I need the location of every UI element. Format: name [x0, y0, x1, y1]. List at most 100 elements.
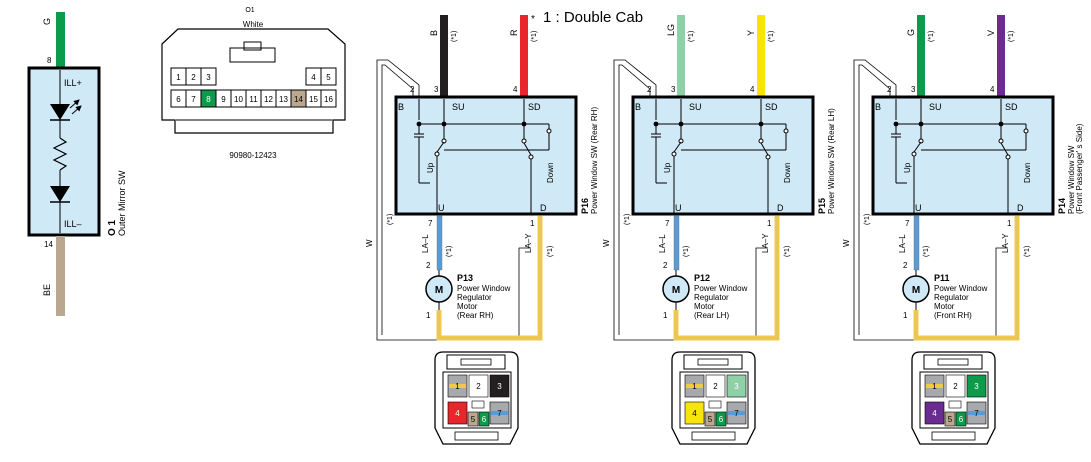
- pin-sd: 4: [513, 85, 518, 94]
- sd-wire: [757, 15, 765, 97]
- pin-number: 1: [176, 73, 181, 82]
- w-wire: [853, 59, 1007, 341]
- pin-number: 8: [206, 95, 211, 104]
- motor-pin-bottom: 1: [663, 311, 668, 320]
- su-wire-color: G: [906, 29, 916, 36]
- pin-number: 6: [176, 95, 181, 104]
- pin-number: 11: [249, 95, 258, 104]
- note-star1: (*1): [768, 31, 775, 42]
- connector-pin-number: 5: [948, 415, 953, 424]
- su-wire-color: B: [429, 30, 439, 36]
- su-wire: [440, 15, 448, 97]
- pin-cell: [320, 67, 337, 86]
- diode-icon: [50, 186, 70, 202]
- connector-pin-number: 6: [719, 415, 724, 424]
- resistor-icon: [52, 137, 68, 171]
- title-mark: *: [531, 14, 535, 25]
- ill-minus-label: ILL–: [64, 219, 82, 229]
- connector-pin-cell: [715, 411, 727, 427]
- pin-d: 1: [1007, 219, 1012, 228]
- up-label: Up: [903, 162, 912, 173]
- connector-pin-cell: [489, 374, 510, 398]
- mirror-top-wire-color: G: [42, 18, 52, 25]
- motor-pin-top: 2: [426, 261, 431, 270]
- w-wire: [376, 59, 530, 341]
- pin-number: 2: [191, 73, 196, 82]
- pin-number: 5: [326, 73, 331, 82]
- motor-code: P11: [934, 273, 950, 283]
- w-wire-color: W: [602, 239, 611, 247]
- w-wire: [613, 59, 767, 341]
- up-label: Up: [426, 162, 435, 173]
- note-star1: (*1): [928, 31, 935, 42]
- switch-code: P15: [817, 198, 827, 214]
- led-icon: [50, 104, 70, 120]
- terminal-u-label: U: [438, 203, 445, 213]
- terminal-b-label: B: [398, 102, 404, 112]
- u-wire-color: LA–L: [421, 234, 430, 253]
- note-star1: (*1): [387, 214, 394, 225]
- note-star1: (*1): [683, 246, 690, 257]
- mirror-name: Outer Mirror SW: [117, 170, 127, 236]
- connector-pin-number: 4: [692, 409, 697, 418]
- connector-pin-number: 2: [713, 382, 718, 391]
- connector-pin-cell: [945, 374, 966, 398]
- switch-name-2: (Front Passenger' s Side): [1075, 123, 1084, 214]
- connector-pin-number: 3: [974, 382, 979, 391]
- motor-pin-top: 2: [663, 261, 668, 270]
- motor-pin-top: 2: [903, 261, 908, 270]
- note-star1: (*1): [923, 246, 930, 257]
- connector-pin-number: 1: [692, 382, 697, 391]
- w-wire: [618, 64, 651, 335]
- pin-sd: 4: [990, 85, 995, 94]
- pin-d: 1: [530, 219, 535, 228]
- pin-number: 10: [234, 95, 243, 104]
- pin-number: 7: [191, 95, 196, 104]
- w-wire-color: W: [842, 239, 851, 247]
- motor-name-line: Motor: [457, 302, 478, 311]
- connector-pin-cell: [467, 411, 479, 427]
- ill-plus-label: ILL+: [64, 78, 82, 88]
- switch-code: P14: [1057, 198, 1067, 214]
- connector-pin-cell: [705, 374, 726, 398]
- down-label: Down: [546, 163, 555, 183]
- motor-name-line: Power Window: [457, 284, 511, 293]
- motor-name-line: Regulator: [694, 293, 729, 302]
- su-wire: [917, 15, 925, 97]
- terminal-u-label: U: [675, 203, 682, 213]
- motor-name-line: (Rear LH): [694, 311, 729, 320]
- motor-symbol: M: [435, 285, 443, 296]
- sd-wire: [520, 15, 528, 97]
- switch-name: Power Window SW: [1067, 145, 1076, 214]
- motor-code: P13: [457, 273, 473, 283]
- pin-number: 14: [294, 95, 303, 104]
- mirror-code: O 1: [107, 219, 118, 236]
- mirror-switch-box: [27, 66, 101, 237]
- terminal-d-label: D: [777, 203, 784, 213]
- connector-pin-cell: [478, 411, 490, 427]
- mirror-bottom-wire: [56, 236, 65, 316]
- terminal-su-label: SU: [452, 102, 465, 112]
- power-window-switch-box: [871, 95, 1055, 216]
- terminal-sd-label: SD: [1005, 102, 1018, 112]
- su-wire-color: LG: [666, 24, 676, 36]
- connector-pin-number: 7: [734, 409, 739, 418]
- connector-pin-number: 5: [708, 415, 713, 424]
- page-title: 1 : Double Cab: [543, 9, 643, 26]
- pin-d: 1: [767, 219, 772, 228]
- pin-b: 2: [647, 85, 652, 94]
- mirror-bottom-wire-color: BE: [42, 284, 52, 296]
- pin-number: 3: [206, 73, 211, 82]
- power-window-switch-box: [394, 95, 578, 216]
- terminal-sd-label: SD: [528, 102, 541, 112]
- mirror-bottom-pin: 14: [44, 240, 53, 249]
- la-l-wire: [673, 215, 680, 271]
- pin-number: 9: [221, 95, 226, 104]
- mirror-top-pin: 8: [47, 56, 52, 65]
- d-wire-color: LA–Y: [761, 233, 770, 253]
- connector-pin-cell: [726, 374, 747, 398]
